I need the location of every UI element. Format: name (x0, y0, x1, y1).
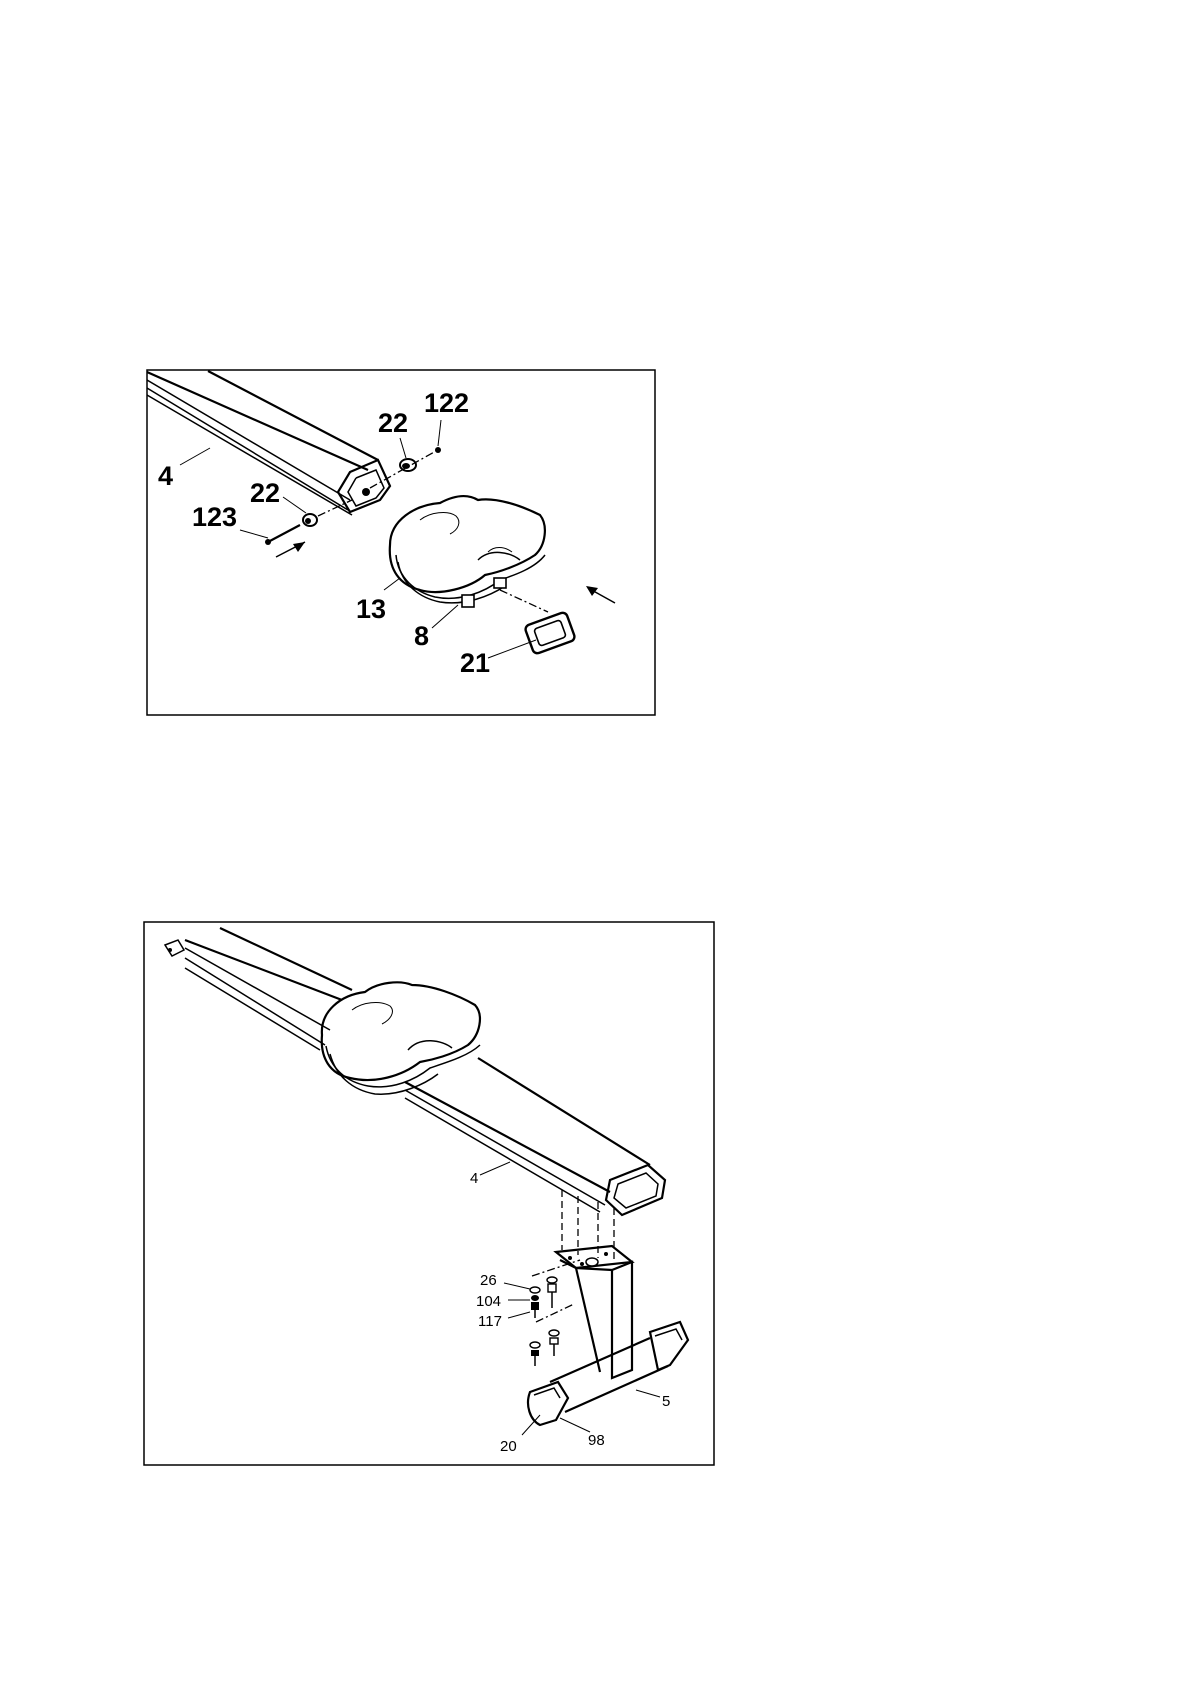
spacer-left-part (303, 514, 317, 526)
arrow-icon (276, 542, 305, 557)
end-cap-part (524, 611, 576, 654)
label-end-cap: 21 (460, 648, 490, 678)
label-roller: 8 (414, 621, 429, 651)
label-rail: 4 (158, 461, 173, 491)
seat-part (390, 496, 545, 603)
label-bolt-top: 122 (424, 388, 469, 418)
label-spacer-left: 22 (250, 478, 280, 508)
label-seat: 13 (356, 594, 386, 624)
arrow-icon (586, 586, 615, 603)
label-bolt-left: 123 (192, 502, 237, 532)
label-spacer-top: 22 (378, 408, 408, 438)
